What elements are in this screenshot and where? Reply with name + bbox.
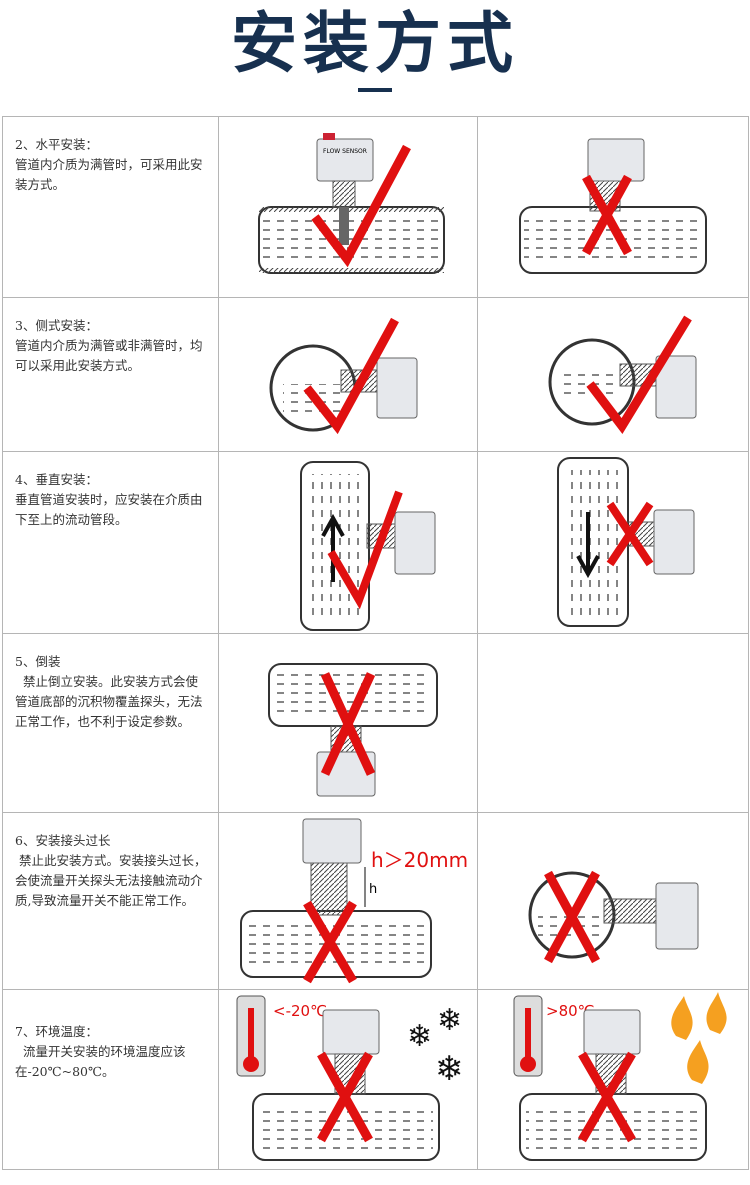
title-underline [358, 88, 392, 92]
row-text: 流量开关安装的环境温度应该在-20℃~80℃。 [15, 1044, 186, 1079]
correct-illustration [477, 297, 749, 452]
row-heading: 5、倒装 [15, 654, 61, 669]
row-text: 禁止倒立安装。此安装方式会使管道底部的沉积物覆盖探头，无法正常工作，也不利于设定… [15, 674, 203, 729]
row-description: 3、侧式安装： 管道内介质为满管或非满管时，均可以采用此安装方式。 [2, 297, 219, 452]
cross-mark [320, 672, 376, 776]
table-row: 7、环境温度： 流量开关安装的环境温度应该在-20℃~80℃。 <-20℃ ❄ … [2, 989, 749, 1170]
check-mark [311, 144, 411, 268]
row-text: 管道内介质为满管或非满管时，均可以采用此安装方式。 [15, 338, 203, 373]
row-heading: 3、侧式安装： [15, 318, 98, 333]
wrong-illustration: >80℃ [477, 989, 749, 1170]
wrong-illustration [477, 812, 749, 990]
wrong-illustration [477, 116, 749, 298]
row-text: 禁止此安装方式。安装接头过长，会使流量开关探头无法接触流动介质,导致流量开关不能… [15, 853, 207, 908]
check-mark [303, 317, 399, 435]
svg-text:FLOW SENSOR: FLOW SENSOR [323, 148, 367, 155]
down-arrow-icon [576, 512, 600, 579]
correct-illustration [218, 297, 478, 452]
row-heading: 7、环境温度： [15, 1024, 98, 1039]
check-mark [327, 490, 403, 610]
cross-mark [582, 174, 632, 256]
low-temp-label: <-20℃ [273, 1002, 327, 1020]
cross-mark [578, 1051, 636, 1143]
correct-illustration: FLOW SENSOR [218, 116, 478, 298]
flow-sensor-icon: FLOW SENSOR [316, 133, 374, 245]
high-temp-label: >80℃ [546, 1002, 595, 1020]
flame-icon [687, 1040, 709, 1084]
row-description: 2、水平安装： 管道内介质为满管时，可采用此安装方式。 [2, 116, 219, 298]
row-text: 管道内介质为满管时，可采用此安装方式。 [15, 157, 203, 192]
row-text: 垂直管道安装时，应安装在介质由下至上的流动管段。 [15, 492, 203, 527]
cross-mark [317, 1051, 373, 1143]
correct-illustration [218, 451, 478, 634]
wrong-illustration: <-20℃ ❄ ❄ ❄ [218, 989, 478, 1170]
cross-mark [544, 870, 600, 964]
snowflake-icon: ❄ [435, 1049, 464, 1089]
cross-mark [606, 501, 654, 567]
wrong-illustration [477, 451, 749, 634]
row-heading: 6、安装接头过长 [15, 833, 111, 848]
h-mark: h [369, 882, 377, 897]
flame-icon [706, 992, 727, 1034]
flame-icon [671, 996, 693, 1040]
wrong-illustration [218, 633, 478, 813]
table-row: 6、安装接头过长 禁止此安装方式。安装接头过长，会使流量开关探头无法接触流动介质… [2, 812, 749, 990]
installation-table: 2、水平安装： 管道内介质为满管时，可采用此安装方式。 FLOW SENSOR [2, 116, 749, 1170]
snowflake-icon: ❄ [407, 1019, 432, 1054]
row-description: 6、安装接头过长 禁止此安装方式。安装接头过长，会使流量开关探头无法接触流动介质… [2, 812, 219, 990]
table-row: 3、侧式安装： 管道内介质为满管或非满管时，均可以采用此安装方式。 [2, 297, 749, 452]
row-description: 5、倒装 禁止倒立安装。此安装方式会使管道底部的沉积物覆盖探头，无法正常工作，也… [2, 633, 219, 813]
table-row: 4、垂直安装： 垂直管道安装时，应安装在介质由下至上的流动管段。 [2, 451, 749, 634]
snowflake-icon: ❄ [437, 1003, 462, 1038]
h-annotation: h＞20mm [371, 848, 468, 872]
empty-cell [477, 633, 749, 813]
page-title: 安装方式 [231, 5, 519, 82]
row-heading: 4、垂直安装： [15, 472, 98, 487]
wrong-illustration: h h＞20mm [218, 812, 478, 990]
check-mark [586, 315, 692, 434]
table-row: 2、水平安装： 管道内介质为满管时，可采用此安装方式。 FLOW SENSOR [2, 116, 749, 298]
cross-mark [303, 900, 357, 984]
row-description: 4、垂直安装： 垂直管道安装时，应安装在介质由下至上的流动管段。 [2, 451, 219, 634]
row-description: 7、环境温度： 流量开关安装的环境温度应该在-20℃~80℃。 [2, 989, 219, 1170]
row-heading: 2、水平安装： [15, 137, 98, 152]
table-row: 5、倒装 禁止倒立安装。此安装方式会使管道底部的沉积物覆盖探头，无法正常工作，也… [2, 633, 749, 813]
